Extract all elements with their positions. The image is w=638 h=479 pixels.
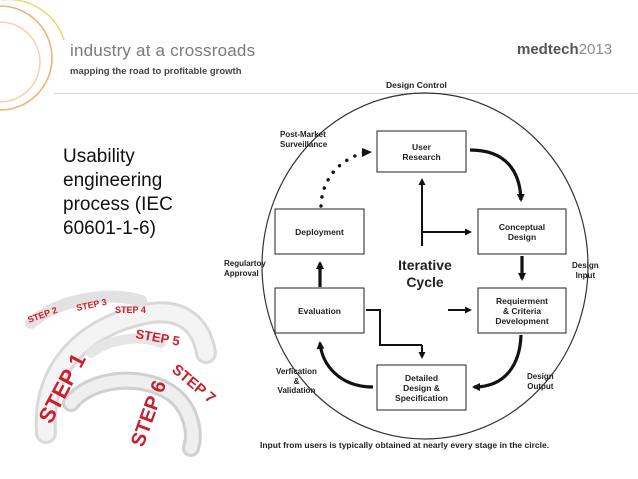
arrow-deployment-to-research-dotted: [319, 150, 370, 208]
event-logo-year: 2013: [578, 41, 613, 58]
arrow-detailed-to-evaluation: [316, 341, 374, 389]
design-input-label: Design Input: [572, 261, 599, 280]
evaluation-label: Evaluation: [298, 305, 341, 316]
header-title: industry at a crossroads: [70, 41, 256, 60]
design-output-label: Design Output: [527, 372, 554, 391]
requirement-label: Requierment & Criteria Development: [495, 295, 549, 326]
diagram-footnote: Input from users is typically obtained a…: [260, 440, 550, 450]
evaluation-box: [274, 287, 365, 334]
arrow-requirement-to-detailed: [472, 334, 523, 391]
step-label: STEP 4: [115, 305, 146, 315]
user-research-label: User Research: [402, 141, 441, 162]
slide-heading-line: process (IEC: [63, 194, 173, 215]
header-logo-arcs: [0, 0, 65, 111]
slide-heading-line: 60601-1-6): [63, 218, 156, 239]
post-market-label: Post-Market Surveillance: [280, 130, 328, 149]
deployment-box: [274, 208, 365, 255]
design-control-circle: [261, 92, 589, 440]
detailed-design-box: [376, 364, 467, 411]
deployment-label: Deployment: [295, 226, 344, 237]
detailed-design-label: Detailed Design & Specification: [395, 372, 448, 403]
conceptual-design-label: Conceptual Design: [498, 221, 546, 242]
regulatory-approval-label: Regulartoy Approval: [224, 259, 266, 278]
slide-heading-line: engineering: [63, 170, 163, 191]
boxes: [274, 130, 567, 411]
requirement-box: [477, 287, 567, 334]
event-logo-brand: medtech: [517, 41, 579, 58]
inner-link-evaluation: [366, 309, 422, 346]
slide-heading-line: Usability: [63, 146, 135, 167]
slide-heading: Usability engineering process (IEC 60601-1-…: [63, 145, 213, 241]
conceptual-design-box: [477, 208, 567, 255]
header-divider: [54, 93, 638, 94]
iterative-cycle-label: Iterative Cycle: [398, 257, 452, 290]
header-subtitle: mapping the road to profitable growth: [70, 66, 242, 77]
verification-label: Verfication & Validation: [276, 367, 317, 395]
design-control-label: Design Control: [386, 80, 447, 90]
event-logo: medtech2013: [517, 41, 612, 58]
arrow-research-to-conceptual: [469, 148, 525, 202]
user-research-box: [376, 130, 467, 173]
